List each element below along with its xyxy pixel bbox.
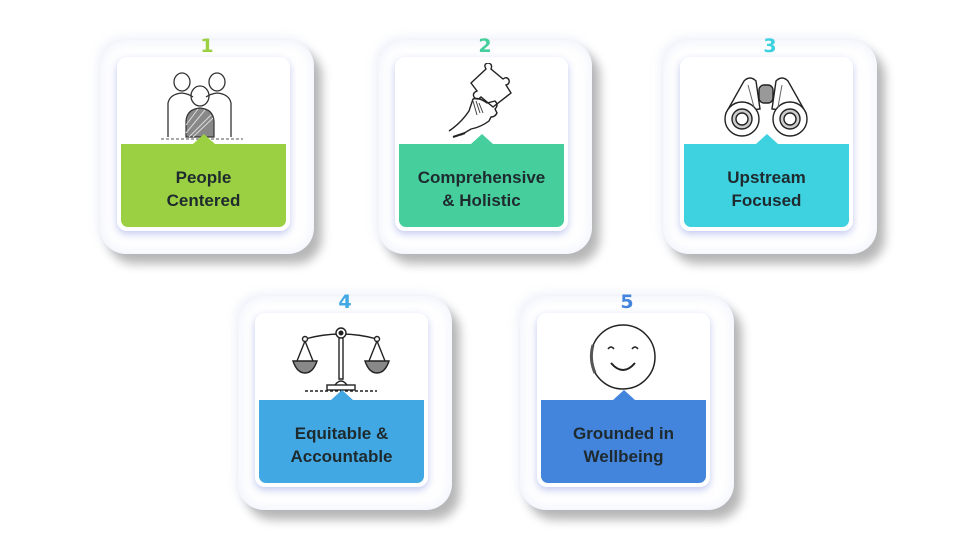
tile-label: Grounded in Wellbeing [572, 423, 675, 466]
tile-number: 4 [338, 291, 352, 313]
tile-label-panel: Upstream Focused [684, 134, 849, 227]
tile-label-panel: Equitable & Accountable [259, 390, 424, 483]
principle-tile-4: 4 Equitable & Accountable [238, 292, 452, 510]
binoculars-icon [724, 77, 808, 137]
principle-tile-2: 2 Comprehensive & Holistic [378, 36, 592, 254]
tile-label-panel: People Centered [121, 134, 286, 227]
principle-tile-3: 3 Upstream Focused [663, 36, 877, 254]
tile-label: Comprehensive & Holistic [417, 167, 546, 210]
tile-label: Upstream Focused [727, 167, 806, 210]
principle-tile-1: 1 People Centered [100, 36, 314, 254]
tile-label: Equitable & Accountable [290, 423, 393, 466]
tile-number: 1 [200, 35, 214, 57]
puzzle-hand-icon [448, 63, 512, 138]
tile-card: Equitable & Accountable [255, 313, 428, 487]
tile-label: People Centered [166, 167, 241, 210]
tile-card: Upstream Focused [680, 57, 853, 231]
tile-number: 5 [620, 291, 634, 313]
balance-scale-icon [292, 327, 390, 392]
tile-number: 3 [763, 35, 777, 57]
tile-card: Comprehensive & Holistic [395, 57, 568, 231]
tile-label-panel: Grounded in Wellbeing [541, 390, 706, 483]
tile-card: Grounded in Wellbeing [537, 313, 710, 487]
principle-tile-5: 5 Grounded in Wellbeing [520, 292, 734, 510]
tile-number: 2 [478, 35, 492, 57]
tile-card: People Centered [117, 57, 290, 231]
tile-label-panel: Comprehensive & Holistic [399, 134, 564, 227]
people-group-icon [161, 72, 243, 140]
smiley-face-icon [589, 324, 656, 390]
